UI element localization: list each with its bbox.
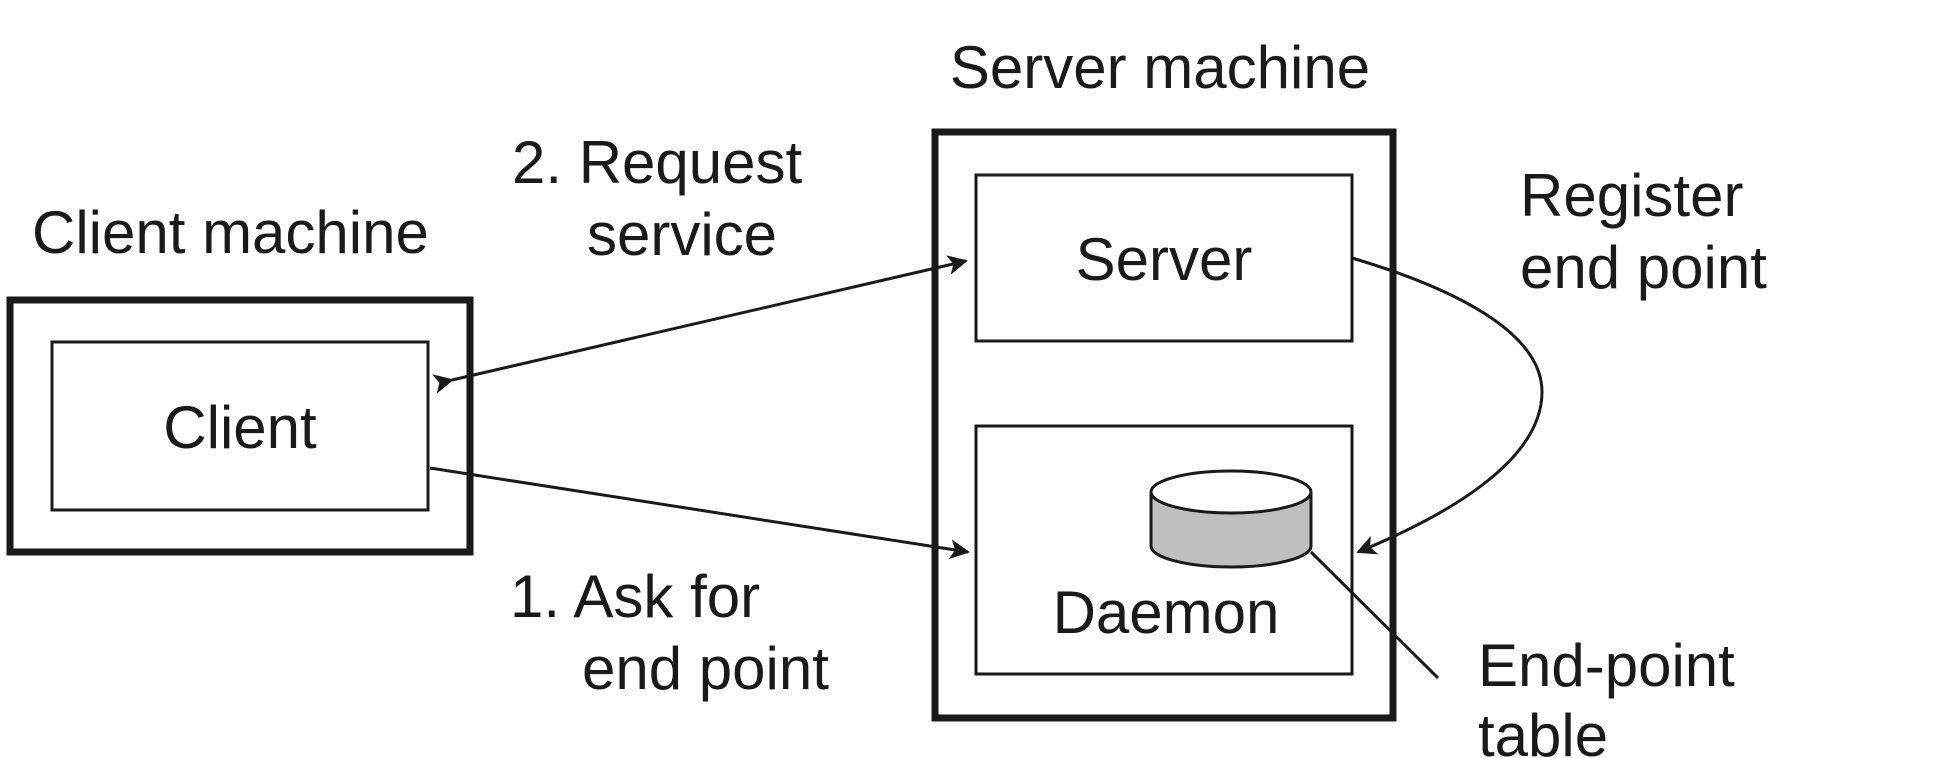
register-end-point-arrow	[1351, 256, 1544, 555]
server-process-label: Server	[1076, 226, 1253, 293]
client-machine-label: Client machine	[32, 199, 429, 266]
client-machine-box	[6, 296, 474, 556]
ask-end-point-label: 1. Ask for end point	[510, 563, 829, 702]
end-point-table-icon	[1149, 469, 1313, 569]
register-end-point-label: Register end point	[1520, 162, 1767, 301]
request-service-label: 2. Request service	[512, 129, 819, 268]
client-process-box	[50, 340, 430, 512]
daemon-process-box	[974, 424, 1354, 676]
daemon-process-label: Daemon	[1053, 579, 1280, 646]
server-machine-box	[931, 128, 1397, 722]
end-point-table-leader-line	[1309, 550, 1440, 680]
client-process-label: Client	[163, 394, 317, 461]
request-service-arrow	[432, 255, 968, 394]
end-point-table-label: End-point table	[1478, 632, 1752, 758]
server-machine-label: Server machine	[950, 34, 1370, 101]
ask-end-point-arrow	[429, 466, 970, 560]
